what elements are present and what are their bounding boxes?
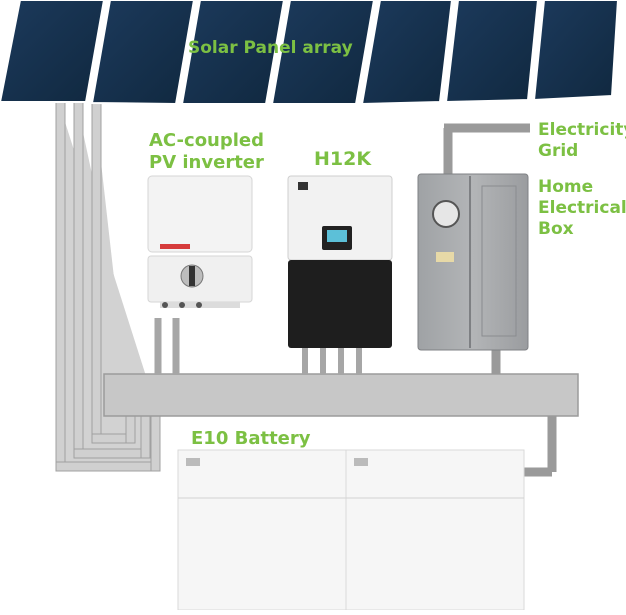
home-box-label-line1: Home — [538, 177, 594, 197]
ac-coupled-inverter — [147, 175, 253, 374]
ac-inverter-label-line1: AC-coupled — [149, 130, 265, 151]
grid-conduit — [443, 123, 530, 174]
solar-panel — [532, 0, 620, 102]
grid-label-line1: Electricity — [538, 120, 626, 140]
h12k-inverter — [287, 175, 393, 374]
battery-label: E10 Battery — [191, 428, 311, 449]
ac-inverter-label-line2: PV inverter — [149, 152, 264, 173]
battery-unit — [177, 449, 355, 611]
solar-conduit-bars — [55, 99, 161, 472]
solar-panel — [444, 0, 540, 104]
solar-panel — [270, 0, 376, 105]
e10-batteries — [177, 416, 557, 611]
solar-array-label: Solar Panel array — [188, 38, 353, 58]
solar-panel — [180, 0, 286, 105]
solar-panel — [90, 0, 196, 106]
battery-unit — [345, 449, 525, 611]
grid-label-line2: Grid — [538, 141, 579, 161]
home-electrical-box — [417, 123, 530, 374]
solar-panel — [360, 0, 454, 106]
junction-bus — [103, 373, 579, 417]
solar-panel-array — [0, 0, 620, 106]
home-box-label-line3: Box — [538, 219, 574, 239]
h12k-label: H12K — [314, 148, 372, 170]
home-box-label-line2: Electrical — [538, 198, 626, 218]
solar-panel — [0, 0, 106, 103]
circle-meter-icon — [432, 200, 460, 228]
